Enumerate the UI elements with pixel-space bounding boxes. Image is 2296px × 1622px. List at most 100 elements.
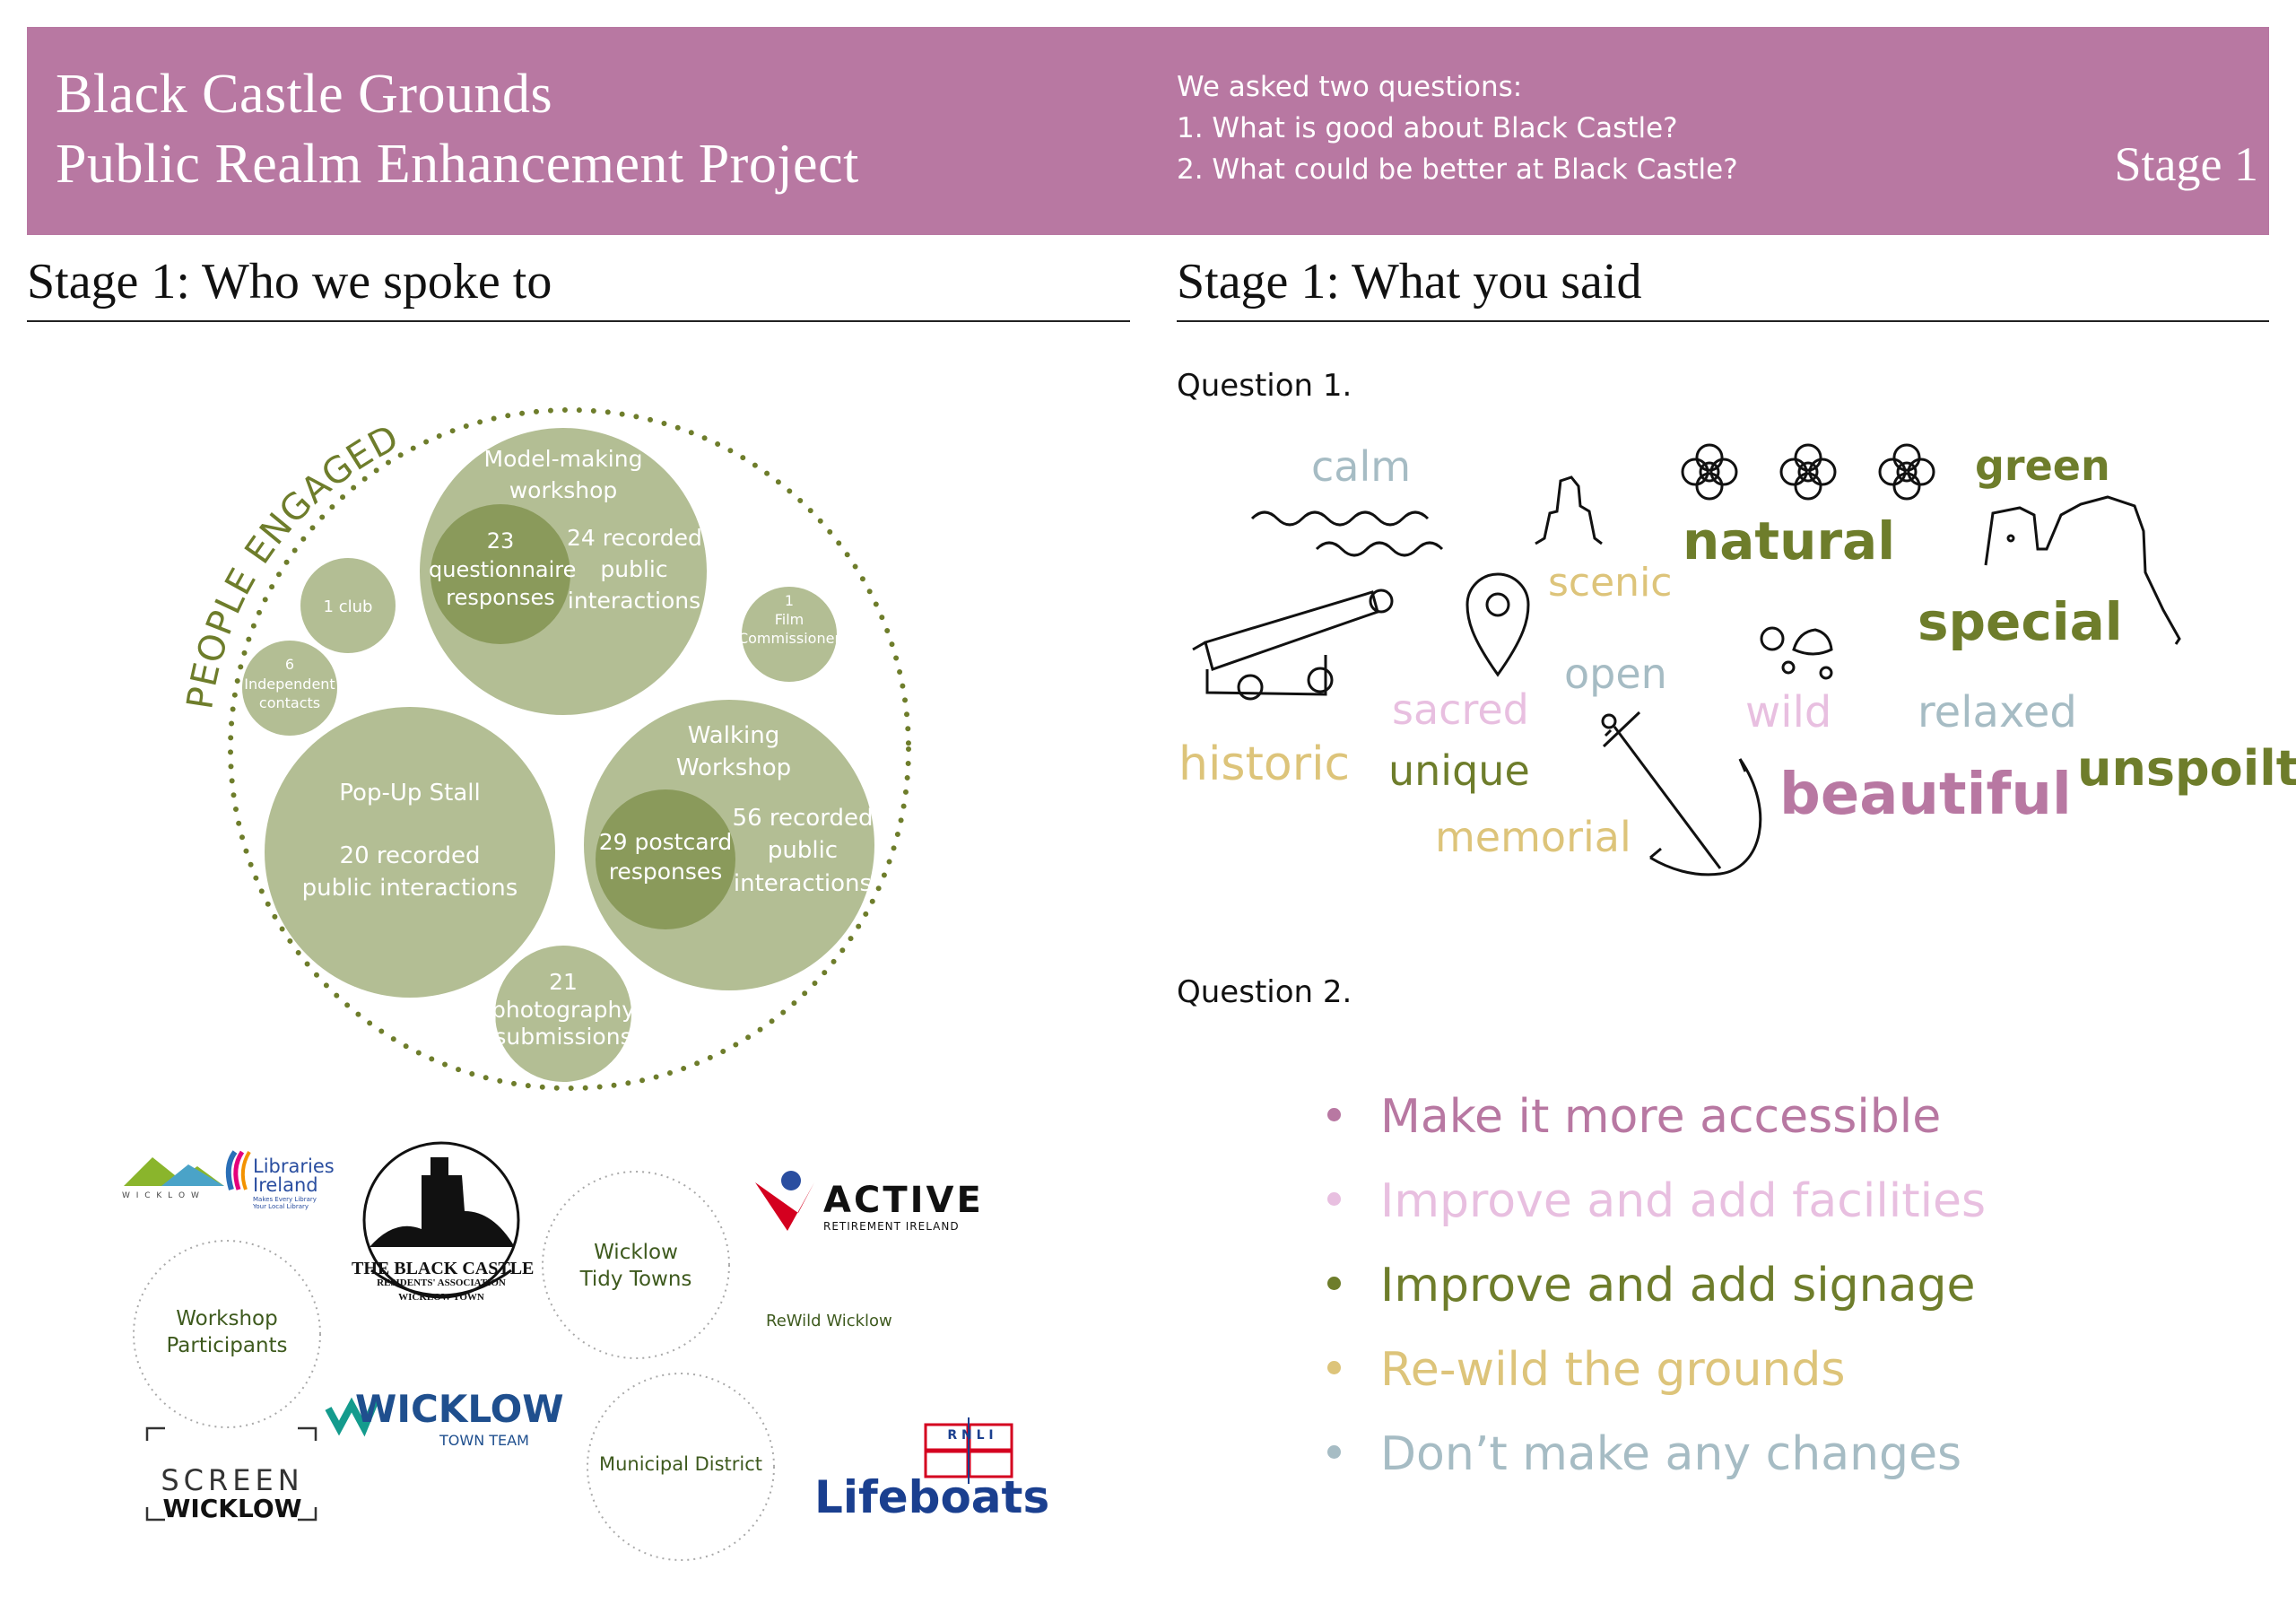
word-calm: calm bbox=[1311, 442, 1412, 491]
suggestion-item: Re-wild the grounds bbox=[1327, 1340, 1986, 1425]
word-natural: natural bbox=[1683, 510, 1896, 571]
questionnaire-bubble bbox=[430, 504, 570, 644]
photography-bubble bbox=[495, 946, 631, 1082]
left-heading: Stage 1: Who we spoke to bbox=[27, 254, 552, 310]
project-title: Black Castle Grounds Public Realm Enhanc… bbox=[56, 59, 859, 199]
title-line-1: Black Castle Grounds bbox=[56, 64, 553, 125]
screen-wicklow-label-bottom: WICKLOW bbox=[162, 1494, 302, 1523]
suggestion-text: Make it more accessible bbox=[1380, 1090, 1942, 1144]
word-cloud-illustrations bbox=[1192, 443, 2181, 876]
word-unique: unique bbox=[1388, 746, 1530, 795]
bullet-icon bbox=[1327, 1191, 1341, 1206]
suggestion-text: Don’t make any changes bbox=[1380, 1427, 1962, 1481]
screen-wicklow-label-top: SCREEN bbox=[161, 1463, 304, 1497]
word-green: green bbox=[1975, 441, 2110, 490]
bullet-icon bbox=[1327, 1107, 1341, 1121]
popup-stall-bubble bbox=[265, 707, 555, 998]
screen-wicklow-frame bbox=[145, 1426, 317, 1522]
anchor-icon bbox=[1601, 711, 1762, 876]
suggestion-text: Re-wild the grounds bbox=[1380, 1343, 1846, 1397]
word-memorial: memorial bbox=[1435, 813, 1631, 861]
bullet-icon bbox=[1327, 1276, 1341, 1290]
flower-icon-3 bbox=[1878, 443, 1935, 501]
libraries-ireland-icon bbox=[225, 1150, 251, 1190]
suggestions-list: Make it more accessible Improve and add … bbox=[1327, 1087, 1986, 1509]
castle-ruin-icon bbox=[370, 1157, 515, 1247]
workshop-participants-circle bbox=[133, 1240, 321, 1428]
location-pin-icon bbox=[1465, 572, 1530, 677]
question-1-label: Question 1. bbox=[1177, 368, 1352, 404]
word-special: special bbox=[1918, 591, 2123, 652]
questions-block: We asked two questions: 1. What is good … bbox=[1177, 66, 1738, 190]
right-divider bbox=[1177, 320, 2269, 322]
flower-icon-2 bbox=[1779, 443, 1837, 501]
suggestion-item: Improve and add signage bbox=[1327, 1256, 1986, 1340]
popup-stall-title: Pop-Up Stall bbox=[339, 780, 481, 807]
word-wild: wild bbox=[1745, 687, 1832, 737]
people-engaged-ring bbox=[228, 407, 911, 1091]
municipal-district-circle bbox=[587, 1373, 775, 1561]
large-castle-ruin-icon bbox=[1984, 495, 2181, 645]
question-2-label: Question 2. bbox=[1177, 974, 1352, 1010]
tidy-towns-circle bbox=[542, 1171, 730, 1359]
independent-contacts-bubble bbox=[242, 641, 337, 736]
engagement-diagram: PEOPLE ENGAGED bbox=[179, 407, 911, 1091]
wicklow-county-label: W I C K L O W bbox=[122, 1191, 201, 1200]
rnli-label: R N L I bbox=[947, 1428, 994, 1443]
club-text: 1 club bbox=[323, 597, 373, 616]
flower-icon-1 bbox=[1681, 443, 1738, 501]
black-castle-residents-logo bbox=[362, 1141, 520, 1299]
black-castle-residents-label: THE BLACK CASTLE RESIDENTS' ASSOCIATION … bbox=[352, 1259, 535, 1303]
suggestion-item: Improve and add facilities bbox=[1327, 1172, 1986, 1256]
word-sacred: sacred bbox=[1392, 685, 1529, 734]
lifeboats-label: Lifeboats bbox=[814, 1471, 1050, 1523]
shells-icon bbox=[1760, 626, 1833, 680]
word-open: open bbox=[1564, 650, 1667, 698]
active-retirement-label: ACTIVE bbox=[823, 1180, 984, 1221]
left-divider bbox=[27, 320, 1130, 322]
cannon-icon bbox=[1192, 589, 1394, 701]
questions-intro: We asked two questions: bbox=[1177, 71, 1523, 103]
stage-label: Stage 1 bbox=[2114, 137, 2258, 191]
wicklow-town-team-sublabel: TOWN TEAM bbox=[439, 1432, 529, 1449]
bullet-icon bbox=[1327, 1444, 1341, 1459]
word-scenic: scenic bbox=[1548, 560, 1673, 606]
active-retirement-icon bbox=[755, 1171, 814, 1231]
wicklow-town-team-icon bbox=[325, 1396, 380, 1437]
active-retirement-sublabel: RETIREMENT IRELAND bbox=[823, 1220, 960, 1233]
waves-icon-2 bbox=[1315, 541, 1444, 557]
small-castle-ruin-icon bbox=[1535, 475, 1603, 545]
suggestion-item: Make it more accessible bbox=[1327, 1087, 1986, 1172]
municipal-district-label: Municipal District bbox=[598, 1453, 763, 1475]
waves-icon bbox=[1250, 510, 1430, 527]
question-2-text: 2. What could be better at Black Castle? bbox=[1177, 153, 1738, 186]
suggestion-text: Improve and add facilities bbox=[1380, 1174, 1987, 1228]
bullet-icon bbox=[1327, 1360, 1341, 1374]
word-relaxed: relaxed bbox=[1918, 687, 2077, 737]
title-line-2: Public Realm Enhancement Project bbox=[56, 134, 859, 195]
word-historic: historic bbox=[1178, 737, 1351, 791]
postcard-bubble bbox=[596, 789, 735, 929]
suggestion-text: Improve and add signage bbox=[1380, 1259, 1976, 1312]
partner-logos-graphics bbox=[124, 1141, 1013, 1561]
right-heading: Stage 1: What you said bbox=[1177, 254, 1642, 310]
question-1-text: 1. What is good about Black Castle? bbox=[1177, 112, 1678, 144]
rnli-flag-icon bbox=[924, 1417, 1013, 1484]
wicklow-county-logo-icon bbox=[124, 1157, 224, 1186]
club-bubble bbox=[300, 558, 396, 653]
rewild-wicklow-label: ReWild Wicklow bbox=[766, 1312, 892, 1330]
